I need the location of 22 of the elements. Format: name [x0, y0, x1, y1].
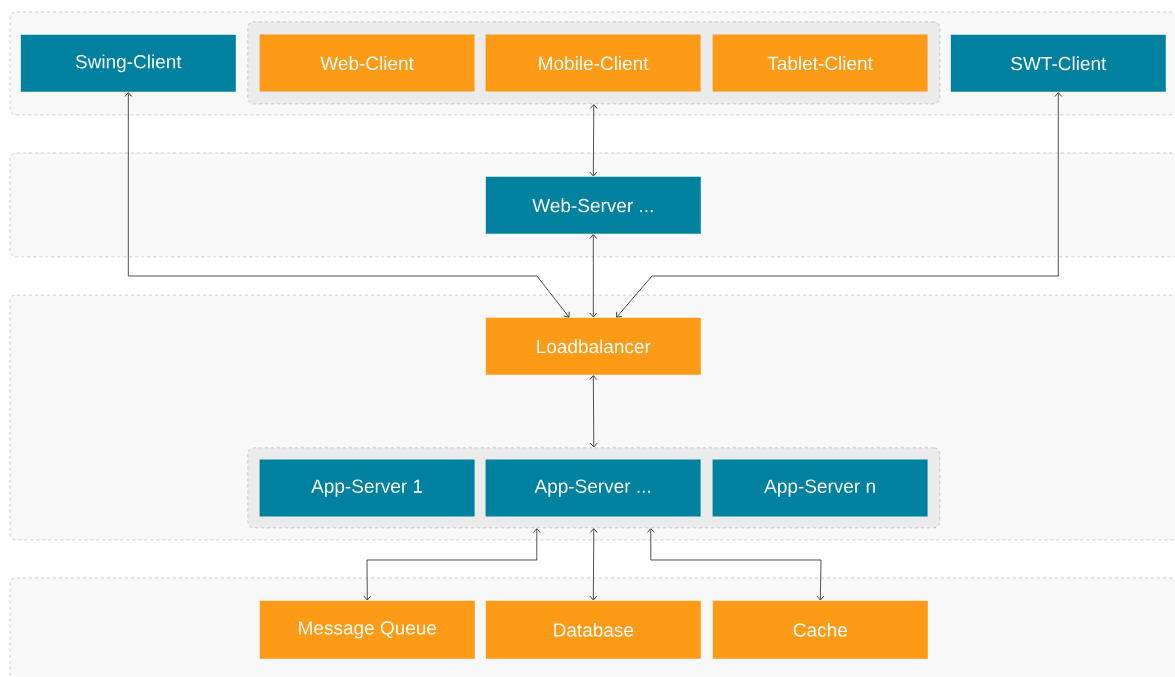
- process-box: Tablet-Client: [712, 34, 928, 92]
- process-box: Mobile-Client: [485, 34, 701, 92]
- process-box: App-Server 1: [259, 459, 475, 517]
- arrow: [589, 104, 598, 177]
- arrow: [363, 528, 541, 601]
- process-box: App-Server n: [712, 459, 928, 517]
- process-box: Swing-Client: [20, 34, 236, 92]
- arrow: [589, 528, 598, 601]
- process-box: App-Server ...: [485, 459, 701, 517]
- arrow: [124, 92, 570, 318]
- process-box: Loadbalancer: [485, 317, 701, 375]
- process-box: Database: [485, 600, 701, 659]
- layer-band: [9, 152, 1175, 258]
- process-box: Web-Client: [259, 34, 475, 92]
- arrow: [646, 528, 825, 601]
- process-box: SWT-Client: [950, 34, 1166, 92]
- arrow: [589, 375, 598, 448]
- arrow: [616, 92, 1063, 318]
- arrow: [589, 234, 598, 318]
- process-box: Cache: [712, 600, 928, 659]
- process-box: Web-Server ...: [485, 176, 701, 234]
- process-box: Message Queue: [259, 600, 475, 659]
